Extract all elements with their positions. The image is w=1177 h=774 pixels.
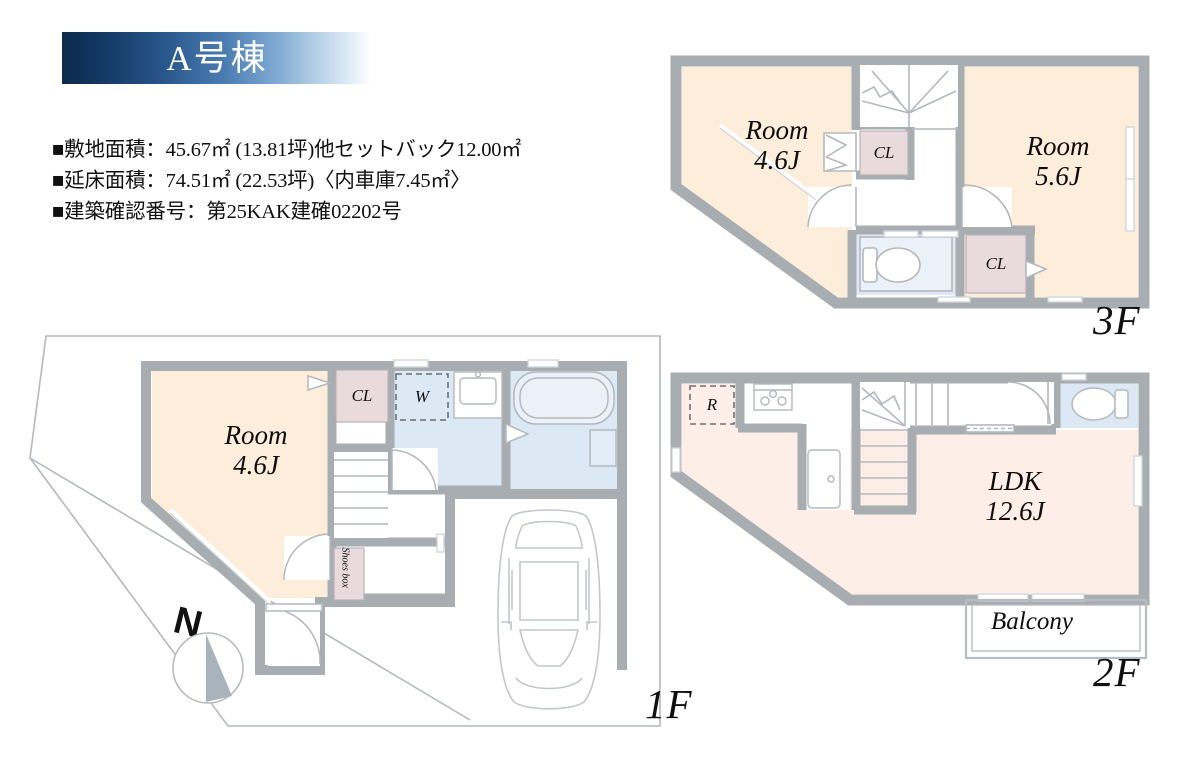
compass: N	[168, 599, 260, 704]
stove-2f	[753, 383, 793, 411]
floor-label-3f: 3F	[1093, 297, 1141, 343]
shoes-box-1f	[333, 547, 365, 601]
room-3f-right-label: Room 5.6J	[1026, 131, 1090, 192]
closet-1f-box	[335, 369, 389, 423]
spec-confirmation-number: ■建築確認番号：第25KAK建確02202号	[52, 201, 402, 224]
closet-3f-lower-label: CL	[985, 254, 1007, 273]
outer-wall-1f	[141, 361, 627, 675]
refrigerator-2f-label: R	[706, 395, 718, 414]
spec-floor-area: ■延床面積：74.51㎡ (22.53坪)〈内車庫7.45㎡〉	[52, 170, 471, 193]
garage-wall-1f	[450, 489, 627, 670]
stairs-3f	[860, 65, 958, 130]
balcony-2f-label: Balcony	[991, 608, 1073, 635]
ldk-2f-label: LDK 12.6J	[985, 466, 1045, 527]
closet-3f-upper-box	[859, 130, 909, 176]
outer-wall-3f	[670, 55, 1150, 309]
closet-3f-upper-label: CL	[873, 143, 895, 162]
doors-2f	[965, 381, 1054, 433]
site-boundary-1f	[29, 335, 661, 727]
car-1f	[497, 509, 601, 710]
spec-site-area: ■敷地面積：45.67㎡ (13.81坪)他セットバック12.00㎡	[52, 139, 522, 161]
stairs-2f	[860, 382, 949, 495]
floorplan-2f	[670, 372, 1150, 660]
room-3f-left-fill	[682, 67, 852, 297]
windows-1f	[168, 359, 559, 606]
vanity-sink-1f	[453, 371, 503, 419]
floorplan-3f	[670, 55, 1150, 309]
doors-1f	[265, 374, 530, 666]
bathtub-1f	[513, 371, 617, 467]
windows-2f	[671, 373, 1143, 602]
windows-3f	[718, 123, 1135, 303]
washer-1f-box	[395, 373, 449, 421]
toilet-2f	[1071, 387, 1129, 421]
sink-2f	[807, 449, 841, 509]
shoes-box-label: Shoes box	[339, 547, 351, 588]
floor-label-2f: 2F	[1093, 649, 1141, 695]
stairs-1f	[334, 452, 388, 538]
closet-3f-lower-box	[965, 234, 1027, 294]
balcony-2f	[964, 598, 1148, 660]
floor-label-1f: 1F	[645, 681, 693, 727]
doors-3f	[807, 132, 1049, 280]
interior-walls-2f	[735, 380, 1061, 515]
building-title: A号棟	[166, 38, 268, 78]
compass-needle-light	[200, 634, 206, 702]
washer-1f-label: W	[414, 387, 430, 406]
toilet-3f	[859, 236, 953, 292]
floorplan-1f	[29, 335, 661, 727]
room-3f-left-label: Room 4.6J	[745, 115, 809, 176]
refrigerator-2f-box	[689, 385, 735, 425]
closet-1f-label: CL	[351, 386, 373, 405]
title-banner	[62, 32, 372, 84]
specification-list: ■敷地面積：45.67㎡ (13.81坪)他セットバック12.00㎡ ■延床面積…	[52, 135, 652, 228]
room-1f-label: Room 4.6J	[224, 420, 288, 481]
compass-needle	[206, 634, 232, 702]
